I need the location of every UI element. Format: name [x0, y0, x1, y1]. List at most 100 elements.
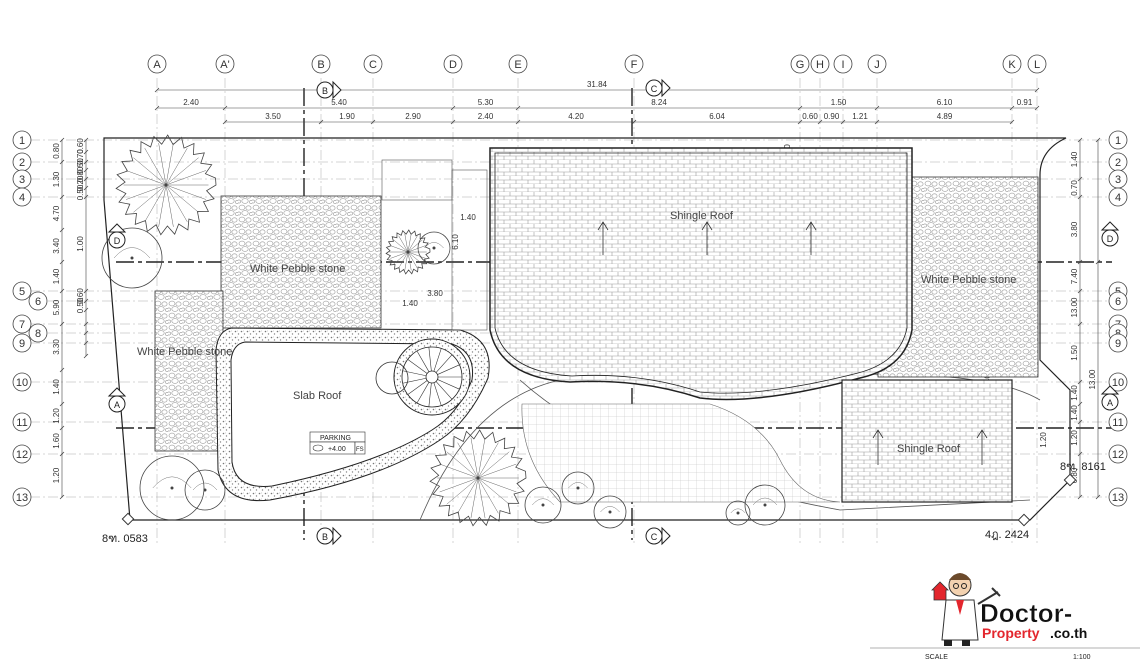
- row-label: 7: [19, 319, 25, 331]
- row-bubble: [12, 444, 32, 464]
- parking-code: FS: [356, 447, 364, 453]
- svg-text:C: C: [651, 84, 658, 94]
- trees: [101, 134, 786, 529]
- dimension-label: 0.80: [76, 166, 85, 182]
- column-label: F: [631, 59, 638, 71]
- row-label: 3: [1115, 174, 1121, 186]
- tree-symbol: [385, 229, 431, 275]
- slope-arrows: [597, 221, 988, 465]
- dimension-label: 8.24: [651, 98, 667, 107]
- plot-label-right-bottom: 4ฎ. 2424: [985, 529, 1029, 541]
- dimension-label: 3.30: [52, 339, 61, 355]
- dimension-label: 2.90: [405, 112, 421, 121]
- label-slab: Slab Roof: [293, 390, 342, 402]
- dimension-label: 6.10: [451, 234, 460, 250]
- row-bubble: [12, 372, 32, 392]
- svg-text:B: B: [322, 86, 328, 96]
- dimension-label: 0.60: [76, 288, 85, 304]
- tree-symbol: [115, 134, 217, 236]
- column-bubble: [147, 54, 167, 74]
- tree-symbol: [101, 227, 163, 289]
- svg-text:A: A: [1107, 398, 1113, 408]
- column-bubble: [790, 54, 810, 74]
- dimension-label: 3.80: [427, 289, 443, 298]
- column-label: D: [449, 59, 457, 71]
- row-bubble: [1108, 487, 1128, 507]
- column-bubble: [215, 54, 235, 74]
- row-label: 6: [1115, 296, 1121, 308]
- row-bubble: [1108, 130, 1128, 150]
- row-bubble: [12, 130, 32, 150]
- svg-text:D: D: [114, 236, 121, 246]
- dimension-label: 0.70: [76, 149, 85, 165]
- column-label: C: [369, 59, 377, 71]
- dimension-label: 7.40: [1070, 268, 1079, 284]
- label-pebble-3: White Pebble stone: [921, 274, 1016, 286]
- row-label: 11: [1112, 417, 1123, 429]
- section-markers: D D A A B B C C: [107, 78, 1120, 546]
- dimension-label: 1.40: [1070, 405, 1079, 421]
- scale-label: SCALE: [925, 654, 948, 661]
- row-label: 6: [35, 296, 41, 308]
- dimension-label: 1.21: [852, 112, 868, 121]
- dimension-label: 0.50: [76, 297, 85, 313]
- column-bubble: [867, 54, 887, 74]
- dimension-label: 0.90: [824, 112, 840, 121]
- dimension-label: 3.40: [52, 238, 61, 254]
- logo-text-sub: Property: [982, 625, 1040, 641]
- paved-area: [521, 403, 841, 503]
- section-marker: D: [107, 223, 127, 249]
- row-label: 1: [1115, 135, 1121, 147]
- dimension-label: 0.60: [802, 112, 818, 121]
- row-bubble: [12, 333, 32, 353]
- tree-symbol: [593, 495, 627, 529]
- parking-level: +4.00: [328, 446, 346, 453]
- svg-text:A: A: [114, 400, 120, 410]
- plot-label-right-top: 8ฑ. 8161: [1060, 461, 1106, 473]
- doctor-mascot-icon: [931, 573, 1001, 646]
- shingle-roof-secondary: [841, 379, 1013, 503]
- label-shingle-2: Shingle Roof: [897, 443, 961, 455]
- dimension-label: 1.40: [52, 379, 61, 395]
- parking-title: PARKING: [320, 435, 351, 442]
- row-bubble: [1108, 444, 1128, 464]
- row-bubble: [12, 314, 32, 334]
- section-marker: D: [1100, 221, 1120, 247]
- row-bubble: [12, 281, 32, 301]
- tree-symbol: [417, 231, 451, 265]
- column-bubble: [1027, 54, 1047, 74]
- column-label: I: [841, 59, 844, 71]
- dimension-label: 6.04: [709, 112, 725, 121]
- dimension-label: 5.90: [52, 299, 61, 315]
- dimension-label: 5.30: [478, 98, 494, 107]
- tree-symbol: [139, 455, 205, 521]
- row-bubble: [1108, 291, 1128, 311]
- dimension-label: 6.10: [937, 98, 953, 107]
- section-marker: C: [645, 78, 671, 98]
- dimension-label: 0.70: [1070, 180, 1079, 196]
- column-label: J: [874, 59, 880, 71]
- column-bubble: [443, 54, 463, 74]
- dimension-label: 0.60: [76, 138, 85, 154]
- dimension-label: 1.40: [52, 268, 61, 284]
- column-label: L: [1034, 59, 1040, 71]
- dimension-label: 1.20: [1039, 432, 1048, 448]
- tree-symbol: [184, 469, 226, 511]
- row-label: 4: [19, 192, 25, 204]
- column-bubble: [363, 54, 383, 74]
- dimension-label: 0.50: [76, 158, 85, 174]
- dimension-label: 1.60: [52, 433, 61, 449]
- row-bubble: [1108, 333, 1128, 353]
- section-marker: C: [645, 526, 671, 546]
- dimension-label: 1.00: [76, 236, 85, 252]
- column-bubble: [624, 54, 644, 74]
- row-bubble: [28, 291, 48, 311]
- row-label: 13: [1112, 492, 1124, 504]
- pebble-area-top-left: [220, 195, 382, 329]
- tree-symbol: [561, 471, 595, 505]
- svg-text:B: B: [322, 532, 328, 542]
- row-label: 3: [19, 174, 25, 186]
